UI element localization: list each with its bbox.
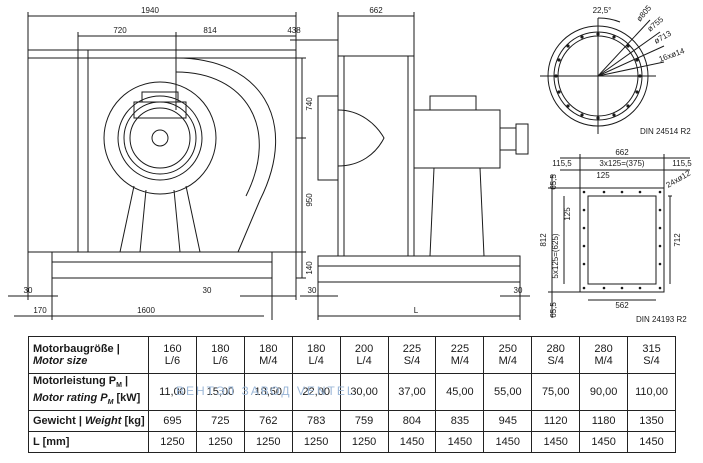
dim-left: 720	[113, 26, 127, 35]
table-cell: 1250	[339, 431, 389, 453]
side-dim-left-foot: 30	[308, 286, 317, 295]
table-cell: 45,00	[435, 373, 485, 411]
table-cell: 22,00	[291, 373, 341, 411]
outlet-dim-hole-step: 125	[596, 171, 610, 180]
dim-foot-left: 170	[33, 306, 47, 315]
table-row-length: L [mm] 1250 1250 1250 1250 1250 1450 145…	[28, 431, 676, 453]
dim-left-offset: 30	[24, 286, 33, 295]
row-header-motor-power: Motorleistung PM | Motor rating PM [kW]	[28, 373, 149, 411]
outlet-dim-inner-width: 562	[615, 301, 629, 310]
table-cell: 835	[435, 410, 485, 432]
dim-right: 814	[203, 26, 217, 35]
table-cell: 1180	[579, 410, 629, 432]
row-header-weight: Gewicht | Weight [kg]	[28, 410, 149, 432]
dim-right-offset: 30	[203, 286, 212, 295]
side-view	[290, 12, 530, 320]
table-cell: 1450	[387, 431, 437, 453]
outlet-dim-width: 662	[615, 148, 629, 157]
dim-foot-span: 1600	[137, 306, 155, 315]
dim-upper-height: 740	[305, 97, 314, 111]
table-cell: 1450	[531, 431, 581, 453]
outlet-dim-right-margin: 115,5	[672, 159, 692, 168]
watermark: ВЕНТЭЛ ЗАВОД VENTEL	[176, 384, 356, 398]
outlet-dim-hole-pitch: 3x125=(375)	[599, 159, 644, 168]
table-cell: 1450	[483, 431, 533, 453]
row-header-motor-size: Motorbaugröße | Motor size	[28, 336, 149, 374]
outlet-standard: DIN 24193 R2	[636, 315, 687, 324]
inlet-flange	[540, 17, 665, 134]
table-cell: 762	[243, 410, 293, 432]
table-cell: 55,00	[483, 373, 533, 411]
table-cell: 1120	[531, 410, 581, 432]
table-cell: 1250	[291, 431, 341, 453]
inlet-standard: DIN 24514 R2	[640, 127, 691, 136]
outlet-dim-height-pitch: 5x125=(625)	[551, 233, 560, 278]
table-cell: 783	[291, 410, 341, 432]
table-row-weight: Gewicht | Weight [kg] 695 725 762 783 75…	[28, 410, 676, 432]
technical-drawing: 1940 720 814 740 950 140 30 30 170 1600 …	[8, 3, 693, 324]
side-dim-length: L	[414, 306, 419, 315]
table-cell: 1450	[435, 431, 485, 453]
table-cell: 1250	[243, 431, 293, 453]
table-cell: 759	[339, 410, 389, 432]
outlet-dim-inner-height: 712	[673, 233, 682, 247]
side-dim-top-offset: 438	[287, 26, 301, 35]
outlet-flange	[548, 154, 690, 318]
inlet-dia-inner: ø713	[653, 29, 674, 46]
table-cell: 804	[387, 410, 437, 432]
table-cell: 945	[483, 410, 533, 432]
table-cell: 75,00	[531, 373, 581, 411]
outlet-holes: 24xø12	[665, 168, 693, 189]
table-cell: 1250	[148, 431, 197, 453]
table-cell: 1350	[627, 410, 676, 432]
table-cell: 1450	[627, 431, 676, 453]
outlet-dim-left-margin: 115,5	[552, 159, 572, 168]
outlet-dim-top-small: 65,5	[549, 174, 558, 190]
table-cell: 15,00	[195, 373, 245, 411]
table-cell: 110,00	[627, 373, 676, 411]
dim-base-height: 140	[305, 261, 314, 275]
side-dim-right-foot: 30	[514, 286, 523, 295]
inlet-dia-outer: ø805	[635, 3, 654, 23]
table-cell: 18,50	[243, 373, 293, 411]
row-header-length: L [mm]	[28, 431, 149, 453]
inlet-holes: 16xø14	[658, 46, 687, 64]
inlet-dia-middle: ø755	[646, 15, 666, 34]
inlet-angle: 22,5°	[593, 6, 612, 15]
table-cell: 1250	[195, 431, 245, 453]
side-dim-outlet-depth: 662	[369, 6, 383, 15]
outlet-dim-height: 812	[539, 233, 548, 247]
table-cell: 11,00	[148, 373, 197, 411]
table-cell: 90,00	[579, 373, 629, 411]
dim-lower-height: 950	[305, 193, 314, 207]
table-cell: 695	[148, 410, 197, 432]
table-cell: 37,00	[387, 373, 437, 411]
table-cell: 725	[195, 410, 245, 432]
table-row-motor-power: Motorleistung PM | Motor rating PM [kW] …	[28, 373, 676, 411]
table-cell: 1450	[579, 431, 629, 453]
flange-holes	[554, 32, 662, 290]
outlet-dim-side-step: 125	[563, 207, 572, 221]
outlet-dim-bottom-small: 65,5	[549, 302, 558, 318]
front-view	[8, 12, 306, 320]
dim-total-width: 1940	[141, 6, 159, 15]
